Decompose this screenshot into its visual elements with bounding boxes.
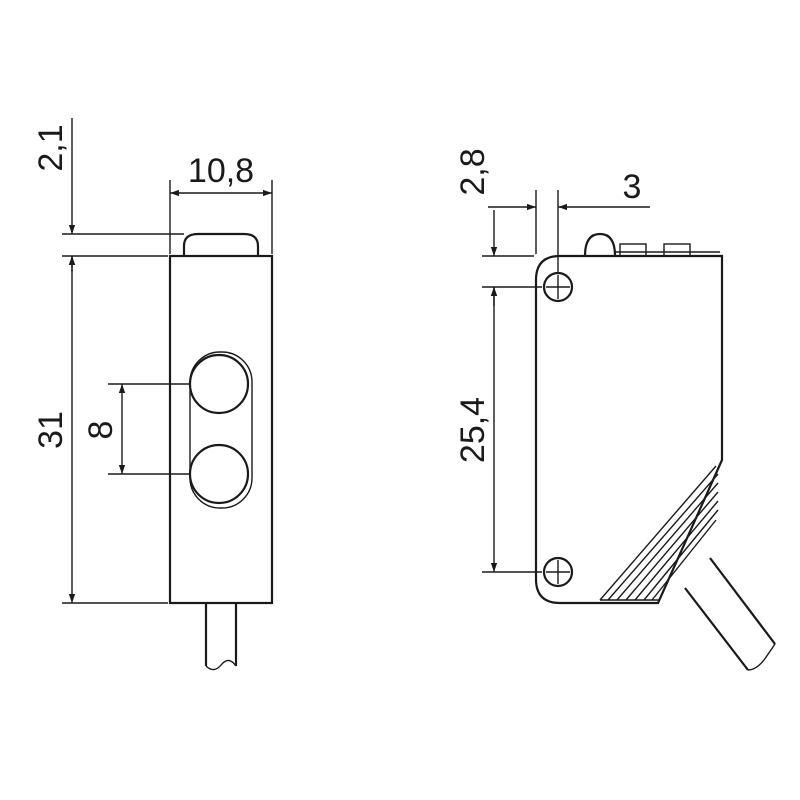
side-top-tab-1: [619, 243, 647, 257]
dim-front-height: 31: [32, 256, 76, 603]
label-hole-spacing: 25,4: [454, 397, 492, 463]
lower-lens: [188, 443, 250, 505]
lower-mounting-hole: [542, 556, 574, 588]
side-top-bump: [583, 232, 617, 257]
side-view: 2,8 3 25,4: [454, 148, 776, 671]
dim-front-top-gap: 2,1: [32, 118, 76, 272]
front-cable: [204, 603, 238, 671]
upper-lens: [188, 353, 250, 415]
side-hatched-face: [599, 459, 723, 604]
front-top-bump: [182, 232, 260, 256]
label-front-height: 31: [32, 411, 70, 449]
front-extension-lines: [62, 180, 273, 604]
dim-front-width: 10,8: [170, 152, 272, 197]
dim-side-offset: 3: [488, 168, 650, 211]
label-lens-spacing: 8: [82, 421, 120, 440]
upper-mounting-hole: [542, 271, 574, 303]
dim-lens-spacing: 8: [82, 384, 126, 474]
label-front-width: 10,8: [188, 152, 254, 190]
front-view: 2,1 10,8 31 8: [32, 118, 274, 671]
side-top-tab-2: [663, 243, 691, 257]
label-side-top-gap: 2,8: [454, 148, 492, 195]
front-body: [168, 254, 274, 605]
label-front-top-gap: 2,1: [32, 124, 70, 171]
dim-hole-spacing: 25,4: [454, 287, 498, 572]
lens-slot: [189, 351, 253, 509]
label-side-offset: 3: [623, 168, 642, 206]
dim-side-top-gap: 2,8: [454, 148, 498, 306]
side-cable: [684, 557, 776, 671]
side-body: [534, 254, 724, 605]
